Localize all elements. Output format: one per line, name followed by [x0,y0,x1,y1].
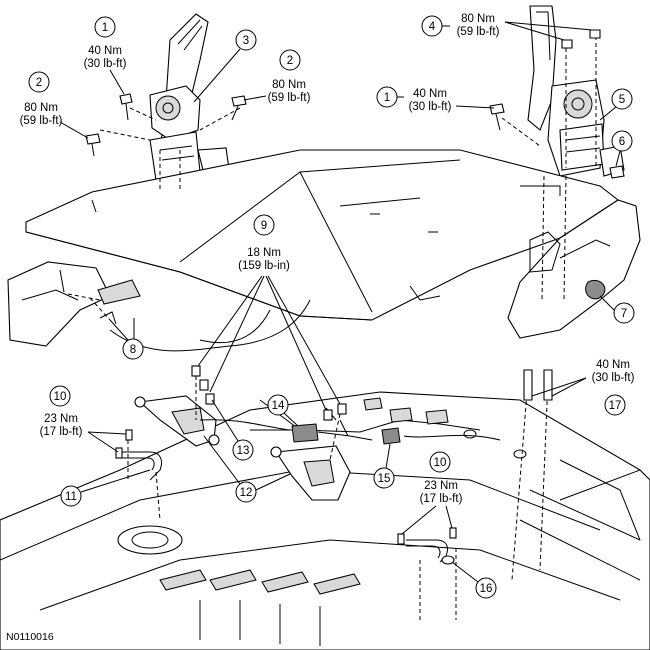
callout-9: 9 18 Nm (159 lb-in) [197,214,341,411]
right-rear-quarter [507,199,641,339]
right-seatbelt-retractor [527,5,625,177]
callout-number: 1 [102,22,108,34]
left-side-trim [7,261,141,347]
torque-imperial: (159 lb-in) [238,260,290,272]
callout-2-center: 2 80 Nm (59 lb-ft) [243,49,311,104]
callout-4: 4 80 Nm (59 lb-ft) [421,13,593,41]
torque-metric: 80 Nm [461,13,495,25]
torque-imperial: (59 lb-ft) [268,92,311,104]
torque-imperial: (30 lb-ft) [84,58,127,70]
callout-number: 9 [261,220,267,232]
left-seat-latch-bracket [134,395,220,447]
callout-14: 14 [267,394,299,427]
callout-12: 12 [203,435,291,503]
callout-1-right: 1 40 Nm (30 lb-ft) [376,86,495,113]
callout-number: 16 [480,583,493,595]
left-seatbelt-retractor [149,13,231,183]
callout-number: 11 [65,491,77,503]
callout-5: 5 [599,88,633,121]
callout-number: 13 [237,445,250,457]
callout-16: 16 [451,561,497,599]
torque-metric: 23 Nm [424,480,458,492]
bracket-bolts [191,365,347,421]
illustration [0,5,650,650]
left-cable-bracket [115,429,163,481]
bolts [85,29,625,401]
torque-metric: 40 Nm [596,359,630,371]
right-cable-bracket [397,527,457,565]
torque-metric: 23 Nm [44,413,78,425]
torque-metric: 40 Nm [88,45,122,57]
callout-number: 14 [272,400,285,412]
callout-number: 3 [243,35,249,47]
callout-number: 2 [287,55,293,67]
load-floor-panel [25,149,619,321]
callouts: 1 40 Nm (30 lb-ft) 1 40 Nm (30 lb-ft) 2 … [20,13,635,599]
callout-number: 4 [429,21,436,33]
torque-metric: 80 Nm [272,79,306,91]
callout-number: 12 [240,487,253,499]
torque-imperial: (17 lb-ft) [420,493,463,505]
callout-8: 8 [109,318,144,360]
install-lines [67,36,597,620]
callout-number: 10 [434,457,447,469]
callout-15: 15 [373,443,395,489]
callout-7: 7 [599,295,635,324]
callout-2-left: 2 80 Nm (59 lb-ft) [20,71,89,139]
torque-imperial: (59 lb-ft) [20,115,63,127]
callout-1-left: 1 40 Nm (30 lb-ft) [84,16,127,95]
callout-10-right: 10 23 Nm (17 lb-ft) [401,451,463,535]
torque-metric: 40 Nm [413,88,447,100]
torque-metric: 80 Nm [24,102,58,114]
callout-number: 2 [36,77,42,89]
torque-metric: 18 Nm [247,247,281,259]
callout-6: 6 [611,130,633,167]
callout-3: 3 [193,29,257,103]
callout-number: 1 [384,92,390,104]
callout-13: 13 [211,399,254,461]
callout-number: 8 [130,344,136,356]
callout-11: 11 [60,469,151,507]
callout-number: 17 [609,400,622,412]
torque-imperial: (17 lb-ft) [40,426,83,438]
figure-id: N0110016 [6,631,54,643]
callout-number: 6 [619,136,625,148]
torque-imperial: (30 lb-ft) [592,372,635,384]
callout-number: 7 [621,308,627,320]
center-seat-latch-bracket [270,445,351,501]
callout-10-left: 10 23 Nm (17 lb-ft) [40,385,127,453]
latch-module [250,407,401,445]
callout-number: 15 [378,473,391,485]
callout-number: 10 [54,391,67,403]
torque-imperial: (59 lb-ft) [457,26,500,38]
vehicle-floor-pan [0,391,650,650]
callout-number: 5 [619,94,625,106]
callout-17: 17 40 Nm (30 lb-ft) [531,359,635,416]
torque-imperial: (30 lb-ft) [409,101,452,113]
